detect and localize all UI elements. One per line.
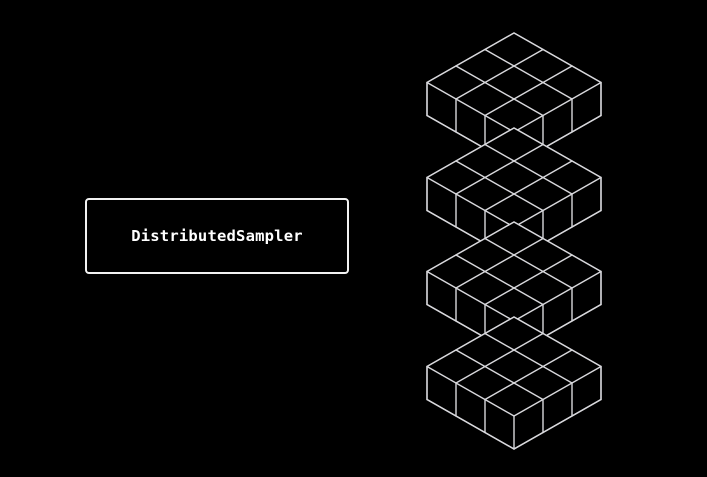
distributed-sampler-box: DistributedSampler bbox=[85, 198, 349, 274]
grid-line bbox=[484, 254, 573, 306]
cube-slab-3 bbox=[426, 221, 602, 355]
grid-line bbox=[484, 48, 573, 100]
grid-line bbox=[484, 332, 573, 384]
grid-line bbox=[455, 349, 544, 401]
grid-line bbox=[484, 160, 573, 212]
grid-line bbox=[455, 254, 544, 306]
grid-line bbox=[484, 65, 573, 117]
grid-line bbox=[455, 332, 544, 384]
cube-slab-4 bbox=[426, 316, 602, 450]
distributed-sampler-label: DistributedSampler bbox=[131, 227, 303, 245]
grid-line bbox=[513, 398, 602, 450]
grid-line bbox=[455, 65, 544, 117]
grid-line bbox=[455, 48, 544, 100]
grid-line bbox=[455, 143, 544, 195]
grid-line bbox=[484, 349, 573, 401]
grid-line bbox=[426, 398, 515, 450]
grid-line bbox=[455, 237, 544, 289]
grid-line bbox=[484, 143, 573, 195]
grid-line bbox=[455, 160, 544, 212]
grid-line bbox=[484, 237, 573, 289]
